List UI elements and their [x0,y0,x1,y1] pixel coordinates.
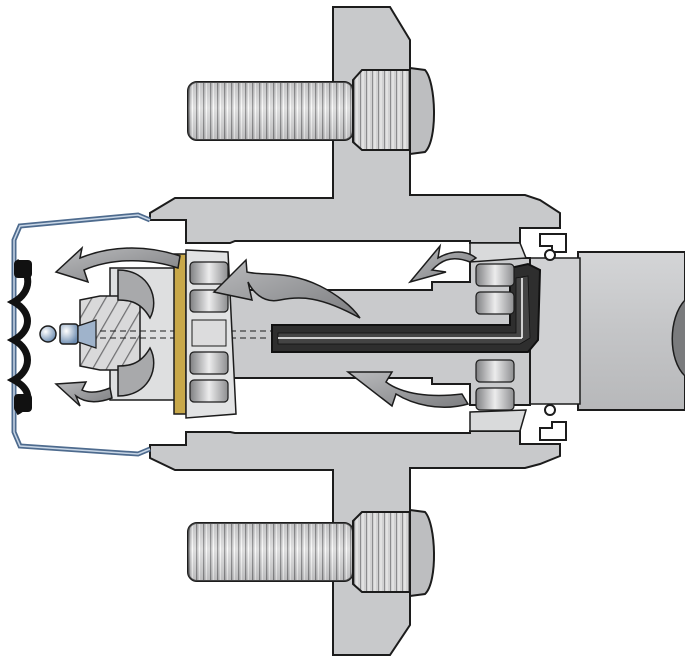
lower-wheel-stud [187,508,435,598]
axle-tube [521,251,685,411]
upper-wheel-stud [187,66,435,156]
inner-bearing-cone [173,249,237,419]
grease-flow-arrows [54,243,478,408]
grease-seal [539,233,567,441]
outer-bearing-cone [469,242,528,432]
grease-fitting [39,319,97,349]
rubber-boot [6,259,32,416]
